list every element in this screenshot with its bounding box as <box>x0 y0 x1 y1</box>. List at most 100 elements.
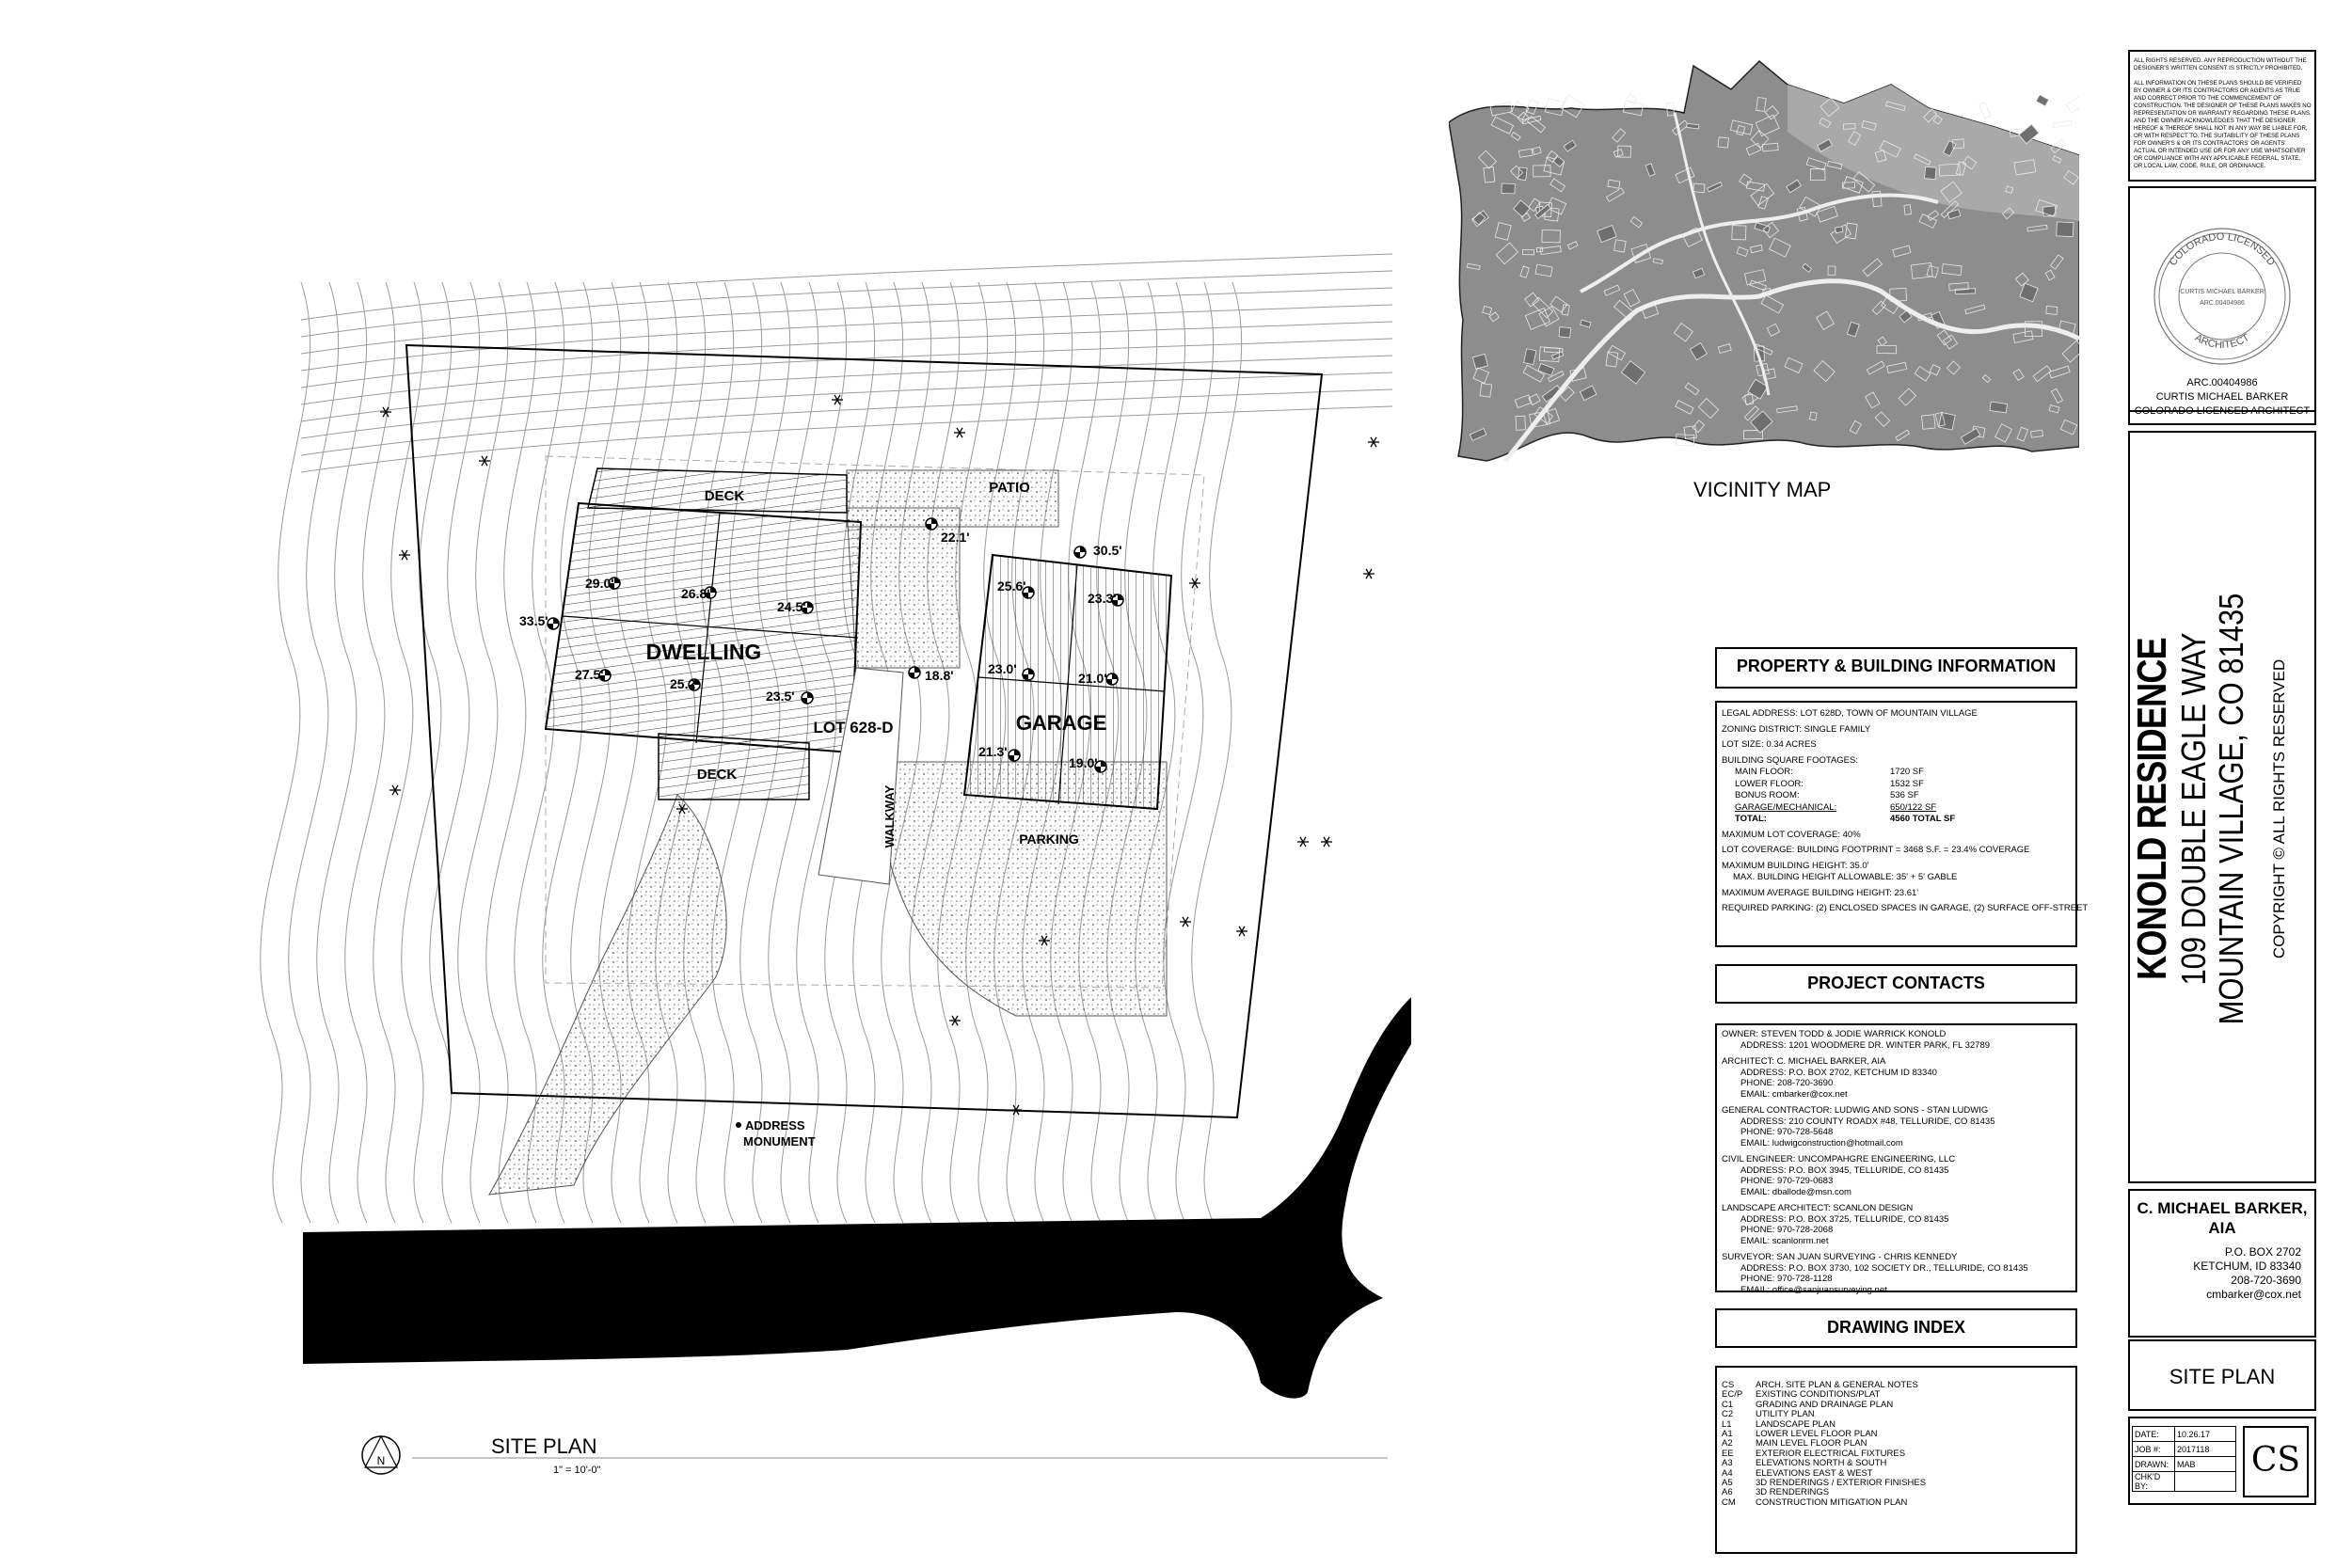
index-code: A5 <box>1722 1478 1733 1489</box>
index-code: A2 <box>1722 1438 1733 1449</box>
firm-line-4: cmbarker@cox.net <box>2206 1288 2301 1301</box>
disclaimer-line: ALL INFORMATION ON THESE PLANS SHOULD BE… <box>2134 80 2302 87</box>
tree-symbol <box>1010 1104 1022 1116</box>
sq-row: BONUS ROOM:536 SF <box>1722 790 2071 802</box>
index-desc: LANDSCAPE PLAN <box>1756 1418 1836 1430</box>
sq-label: LOWER FLOOR: <box>1735 778 1804 789</box>
contour-line <box>300 287 1393 355</box>
contour-line <box>300 270 1393 338</box>
disclaimer-line: OR COMPLIANCE WITH ANY APPLICABLE FEDERA… <box>2134 155 2301 162</box>
license-box: ARC.00404986 CURTIS MICHAEL BARKER COLOR… <box>2128 372 2316 425</box>
height-label: 25.6' <box>997 578 1026 594</box>
contact-role: ARCHITECT: C. MICHAEL BARKER, AIA <box>1722 1056 1886 1067</box>
contact-line: PHONE: 208-720-3690 <box>1740 1078 1834 1088</box>
sq-value: 650/122 SF <box>1890 801 1937 813</box>
height-label: 24.5' <box>777 599 806 614</box>
label-walkway: WALKWAY <box>882 784 897 847</box>
label-dwelling: DWELLING <box>646 640 762 664</box>
info-row: DRAWN:MAB <box>2132 1456 2236 1472</box>
contour-line <box>300 253 1393 321</box>
contact-line: PHONE: 970-729-0683 <box>1740 1176 1834 1186</box>
contour-line <box>401 281 453 1224</box>
label-lot: LOT 628-D <box>813 719 893 736</box>
tree-symbol <box>1363 568 1375 579</box>
contour-line <box>260 281 311 1224</box>
disclaimer-line: OR LOCAL LAW, CODE, RULE, OR ORDINANCE. <box>2134 163 2266 169</box>
seal-number: ARC.00404986 <box>2200 300 2245 307</box>
index-code: CM <box>1722 1497 1736 1508</box>
legal-address: LEGAL ADDRESS: LOT 628D, TOWN OF MOUNTAI… <box>1722 708 1978 719</box>
contour-line <box>485 281 537 1224</box>
firm-line-2: KETCHUM, ID 83340 <box>2193 1259 2301 1273</box>
sheet-title: SITE PLAN <box>2169 1365 2276 1388</box>
contour-line <box>373 281 424 1224</box>
label-garage: GARAGE <box>1016 711 1107 735</box>
height-label: 22.1' <box>941 530 970 545</box>
required-parking: REQUIRED PARKING: (2) ENCLOSED SPACES IN… <box>1722 903 2089 913</box>
disclaimer-line: REPRESENTATION OR WARRANTY REGARDING THE… <box>2134 110 2312 117</box>
contact-role: GENERAL CONTRACTOR: LUDWIG AND SONS - ST… <box>1722 1105 1989 1116</box>
sq-value: 1720 SF <box>1890 767 1924 777</box>
contact-role: LANDSCAPE ARCHITECT: SCANLON DESIGN <box>1722 1203 1914 1213</box>
site-plan-scale: 1" = 10'-0" <box>553 1465 601 1476</box>
info-label: DATE: <box>2132 1426 2175 1442</box>
tree-symbol <box>479 455 490 467</box>
contour-line <box>598 281 650 1224</box>
site-plan-title: SITE PLAN <box>491 1434 596 1458</box>
max-height-allow: MAX. BUILDING HEIGHT ALLOWABLE: 35' + 5'… <box>1733 872 1958 882</box>
firm-name-2: AIA <box>2208 1219 2236 1237</box>
contact-line: EMAIL: ludwigconstruction@hotmail.com <box>1740 1137 1903 1148</box>
property-boundary <box>405 343 1324 1119</box>
disclaimer-line: BY OWNER & OR ITS CONTRACTORS OR AGENTS … <box>2134 87 2301 94</box>
height-label: 18.8' <box>925 668 954 683</box>
firm-line-3: 208-720-3690 <box>2231 1274 2301 1287</box>
contact-line: PHONE: 970-728-1128 <box>1740 1274 1833 1284</box>
disclaimer-line: FOR OWNER'S & OR ITS CONTRACTORS' OR AGE… <box>2134 140 2286 147</box>
contact-line: ADDRESS: 210 COUNTY ROADX #48, TELLURIDE… <box>1740 1116 1995 1127</box>
lot-coverage: LOT COVERAGE: BUILDING FOOTPRINT = 3468 … <box>1722 845 2030 855</box>
info-value: 2017118 <box>2174 1441 2236 1457</box>
sq-row: MAIN FLOOR:1720 SF <box>1722 767 2071 779</box>
tree-symbol <box>389 784 401 796</box>
disclaimer-line: ALL RIGHTS RESERVED. ANY REPRODUCTION WI… <box>2134 57 2307 64</box>
sq-row: LOWER FLOOR:1532 SF <box>1722 779 2071 791</box>
height-label: 25.2' <box>670 676 699 691</box>
copyright: COPYRIGHT © ALL RIGHTS RESERVED <box>2270 658 2288 959</box>
vicinity-map-title: VICINITY MAP <box>1693 478 1832 501</box>
contact-line: ADDRESS: P.O. BOX 3730, 102 SOCIETY DR.,… <box>1740 1262 2028 1274</box>
disclaimer-line <box>2134 72 2311 80</box>
site-plan-drawing: 22.1'30.5'29.0'26.8'24.5'25.6'23.3'33.5'… <box>260 253 1411 1476</box>
max-coverage: MAXIMUM LOT COVERAGE: 40% <box>1722 829 1861 840</box>
max-height: MAXIMUM BUILDING HEIGHT: 35.0' <box>1722 860 1869 871</box>
contour-line <box>1163 281 1215 1224</box>
info-label: CHK'D BY: <box>2132 1471 2175 1492</box>
svg-text:ARCHITECT: ARCHITECT <box>2193 332 2252 351</box>
info-label: DRAWN: <box>2132 1456 2175 1472</box>
disclaimer-line: CONSTRUCTION. THE DESIGNER OF THESE PLAN… <box>2134 103 2312 109</box>
height-label: 21.0' <box>1078 671 1107 686</box>
sq-row: TOTAL:4560 TOTAL SF <box>1722 814 2071 826</box>
height-label: 23.5' <box>766 689 795 704</box>
index-desc: LOWER LEVEL FLOOR PLAN <box>1756 1429 1878 1440</box>
disclaimer-line: ACTUAL OR INTENDED USE OR FOR ANY USE WH… <box>2134 148 2306 154</box>
contour-line <box>796 281 848 1224</box>
contour-line <box>300 388 1393 456</box>
label-parking: PARKING <box>1019 832 1079 847</box>
tree-symbol <box>676 803 688 815</box>
index-code: A4 <box>1722 1467 1733 1479</box>
index-desc: ELEVATIONS EAST & WEST <box>1756 1467 1873 1479</box>
disclaimer-line: OR WITH RESPECT TO, THE SUITABILITY OF T… <box>2134 133 2300 139</box>
lot-size: LOT SIZE: 0.34 ACRES <box>1722 739 1817 750</box>
walkway-path <box>818 667 904 885</box>
tree-symbol <box>832 394 843 405</box>
index-code: EC/P <box>1722 1389 1743 1401</box>
contour-line <box>457 281 509 1224</box>
contact-line: EMAIL: dballode@msn.com <box>1740 1186 1851 1197</box>
contour-line <box>300 321 1393 388</box>
